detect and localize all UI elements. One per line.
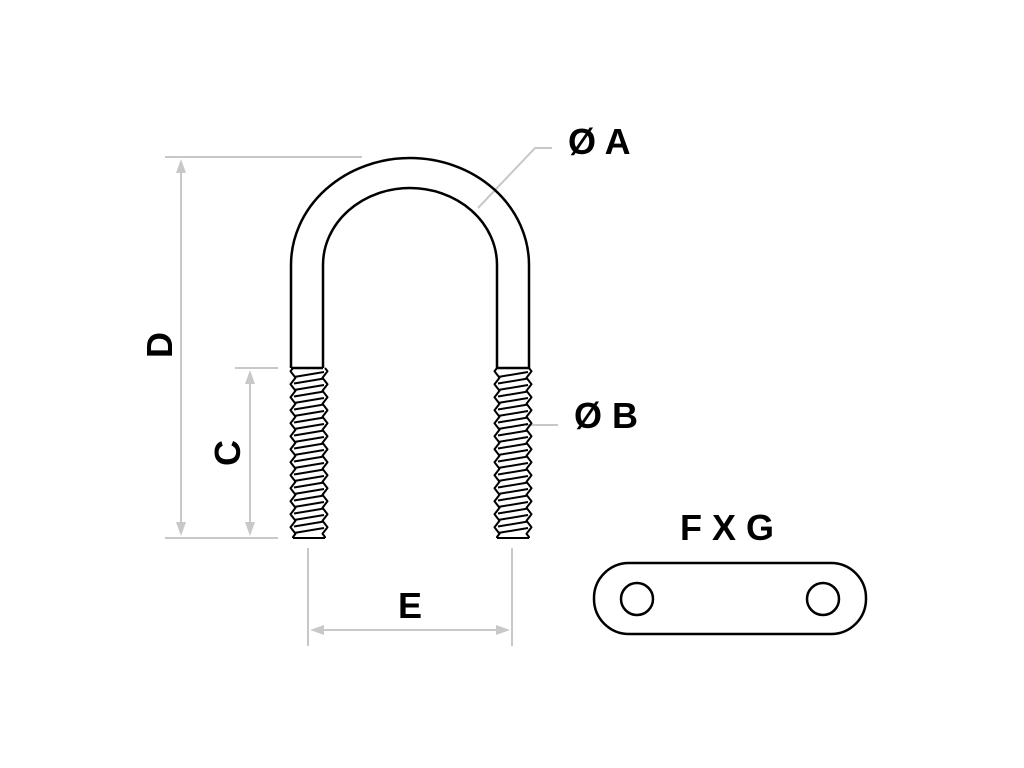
thread-crest [497,403,529,411]
thread-crest [497,429,529,437]
thread-crest [293,442,325,450]
thread-crest [497,384,529,391]
thread-crest [293,494,325,502]
e-label: E [398,585,422,626]
thread-crest [497,410,529,417]
thread-crest [293,390,325,398]
thread-crest [497,527,529,534]
thread-crest [293,507,325,515]
c-arrow-top [245,370,255,384]
thread-crest [497,449,529,456]
thread-crest [293,462,325,469]
c-label: C [207,440,248,466]
thread-crest [293,416,325,424]
right-threaded-leg [493,367,533,539]
thread-crest [497,468,529,476]
thread-crest [497,377,529,385]
thread-crest [293,410,325,417]
thread-crest [293,527,325,534]
thread-crest [497,442,529,450]
thread-crest [497,397,529,404]
thread-crest [293,475,325,482]
thread-crest [497,455,529,463]
thread-crest [293,468,325,476]
thread-crest [293,384,325,391]
dia-a-leader [477,147,552,209]
thread-crest [497,488,529,495]
backing-plate [592,561,868,636]
thread-crest [497,475,529,482]
d-arrow-bottom [176,522,186,536]
thread-crest [293,514,325,521]
thread-crest [497,520,529,528]
thread-crest [293,481,325,489]
d-arrow-top [176,159,186,173]
thread-edge-right [321,367,329,538]
u-bolt [289,156,531,370]
u-bolt-inner-outline [321,186,499,368]
thread-crest [497,423,529,430]
thread-crest [293,449,325,456]
thread-crest [497,416,529,424]
e-arrow-left [310,625,324,635]
thread-crest [497,462,529,469]
thread-crest [293,501,325,508]
thread-crest [293,520,325,528]
thread-crest [293,455,325,463]
thread-crest [293,436,325,443]
thread-crest [497,494,529,502]
u-bolt-outer-outline [289,156,531,368]
thread-crest [293,429,325,437]
thread-crest [497,507,529,515]
thread-crest [293,423,325,430]
thread-crest [497,514,529,521]
dia-b-label: Ø B [574,395,638,436]
thread-crest [293,371,325,378]
thread-crest [497,501,529,508]
thread-crest [497,371,529,378]
d-label: D [139,332,180,358]
thread-crest [293,377,325,385]
dia-a-label: Ø A [568,121,631,162]
thread-crest [497,481,529,489]
thread-edge-right [525,367,533,538]
thread-crest [293,397,325,404]
c-arrow-bottom [245,522,255,536]
left-threaded-leg [289,367,329,539]
thread-crest [497,436,529,443]
thread-crest [293,488,325,495]
thread-crest [293,403,325,411]
e-arrow-right [496,625,510,635]
plate-outline [592,561,868,636]
plate-hole-right [805,581,841,617]
dimension-lines [165,147,558,646]
thread-crest [497,390,529,398]
plate-hole-left [619,581,655,617]
plate-label: F X G [680,507,774,548]
